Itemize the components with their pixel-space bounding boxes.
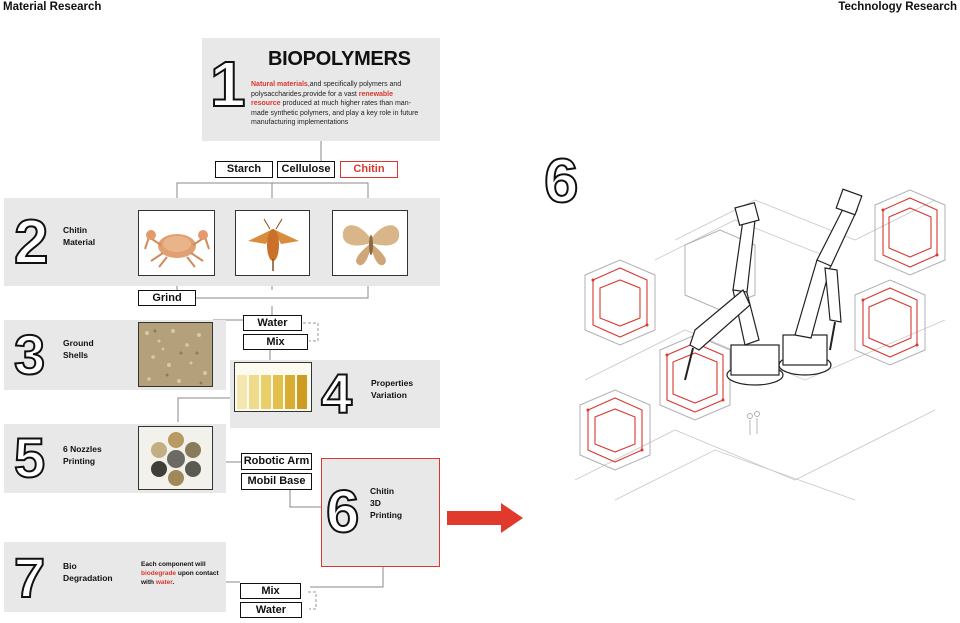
step7-note: Each component will biodegrade upon cont… — [141, 561, 219, 586]
tag-mix-bottom: Mix — [240, 583, 301, 599]
red-arrow-icon — [447, 503, 523, 533]
step6-number: 6 — [325, 478, 360, 545]
crab-shell-image — [138, 210, 215, 276]
step7-number: 7 — [13, 546, 46, 609]
tag-mix-top: Mix — [243, 334, 308, 350]
step1-description: Natural materials,and specifically polym… — [251, 81, 419, 126]
tag-cellulose: Cellulose — [277, 161, 335, 178]
tag-starch: Starch — [215, 161, 273, 178]
step1-title: BIOPOLYMERS — [268, 48, 411, 70]
tag-robotic-arm: Robotic Arm — [241, 453, 312, 470]
step4-number: 4 — [320, 362, 353, 425]
tag-chitin: Chitin — [340, 161, 398, 178]
insect-image — [235, 210, 310, 276]
ground-shells-image — [138, 322, 213, 387]
tag-mobil-base: Mobil Base — [241, 473, 312, 490]
step2-number: 2 — [13, 208, 50, 277]
natural-materials-highlight: Natural materials — [251, 81, 308, 88]
step3-number: 3 — [13, 323, 46, 386]
vials-image — [234, 362, 312, 412]
step1-panel — [202, 38, 440, 141]
step5-number: 5 — [13, 426, 46, 489]
header-material-research: Material Research — [3, 1, 102, 13]
tag-water-bottom: Water — [240, 602, 302, 618]
step6-panel — [321, 458, 440, 567]
step7-panel — [4, 542, 226, 612]
robotic-printing-illustration — [574, 188, 946, 501]
renewable-resource-highlight: renewable resource — [251, 90, 394, 108]
tag-water-top: Water — [243, 315, 302, 331]
tag-grind: Grind — [138, 290, 196, 306]
header-technology-research: Technology Research — [838, 1, 957, 13]
moth-image — [332, 210, 408, 276]
right-step6-number: 6 — [543, 147, 580, 216]
nozzles-image — [138, 426, 213, 490]
step1-number: 1 — [209, 48, 247, 120]
